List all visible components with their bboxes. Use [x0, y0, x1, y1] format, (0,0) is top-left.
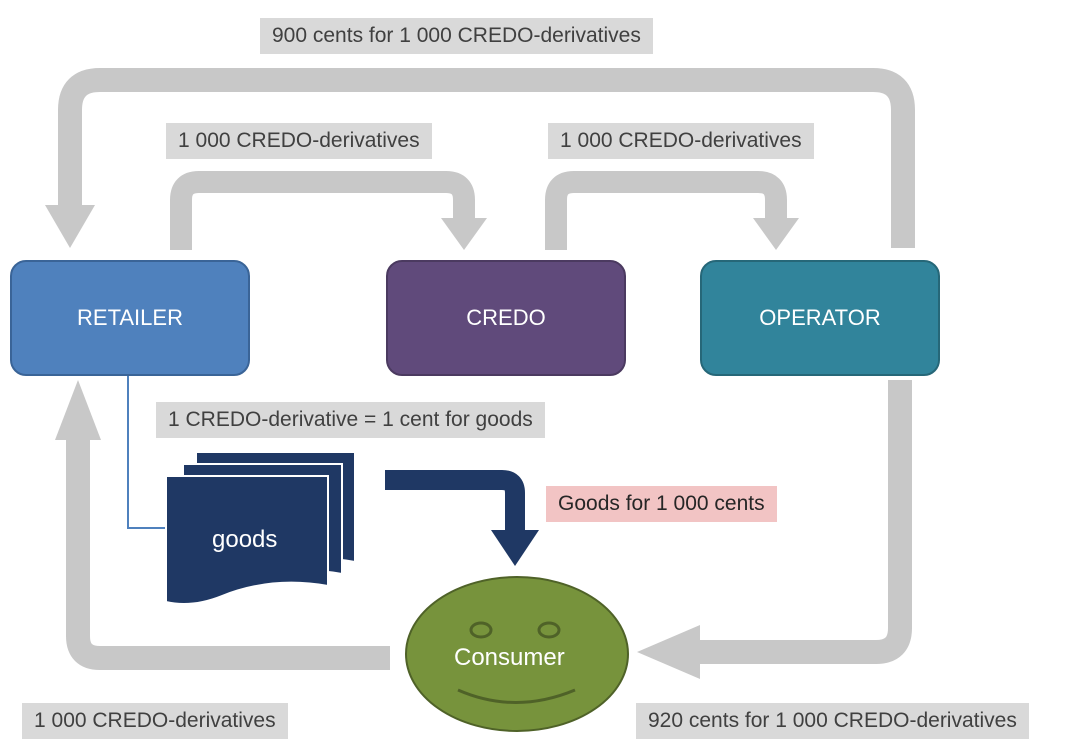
connector-retailer-goods	[127, 376, 166, 529]
arrowhead-operator	[753, 218, 799, 250]
arrowhead-retailer-top	[45, 205, 95, 248]
arrowhead-consumer	[637, 625, 700, 679]
goods-label: goods	[212, 526, 278, 553]
arrow-operator-to-consumer	[700, 380, 912, 664]
label-operator-to-retailer: 900 cents for 1 000 CREDO-derivatives	[260, 18, 653, 54]
goods-stack-icon	[165, 451, 356, 605]
credo-node: CREDO	[386, 260, 626, 376]
arrowhead-retailer-bottom	[55, 380, 101, 440]
arrow-credo-to-operator	[545, 171, 787, 250]
arrowhead-consumer-goods	[491, 530, 539, 566]
arrow-operator-to-retailer	[58, 68, 915, 248]
label-retailer-to-credo: 1 000 CREDO-derivatives	[166, 123, 432, 159]
arrowhead-credo	[441, 218, 487, 250]
retailer-node: RETAILER	[10, 260, 250, 376]
operator-node: OPERATOR	[700, 260, 940, 376]
label-goods-to-consumer: Goods for 1 000 cents	[546, 486, 777, 522]
arrow-retailer-to-credo	[170, 171, 475, 250]
label-operator-to-consumer: 920 cents for 1 000 CREDO-derivatives	[636, 703, 1029, 739]
arrow-goods-to-consumer	[385, 470, 525, 530]
consumer-label: Consumer	[454, 644, 565, 671]
label-consumer-to-retailer: 1 000 CREDO-derivatives	[22, 703, 288, 739]
consumer-face-icon	[405, 576, 629, 732]
arrow-consumer-to-retailer	[66, 440, 390, 670]
label-exchange-rate: 1 CREDO-derivative = 1 cent for goods	[156, 402, 545, 438]
label-credo-to-operator: 1 000 CREDO-derivatives	[548, 123, 814, 159]
